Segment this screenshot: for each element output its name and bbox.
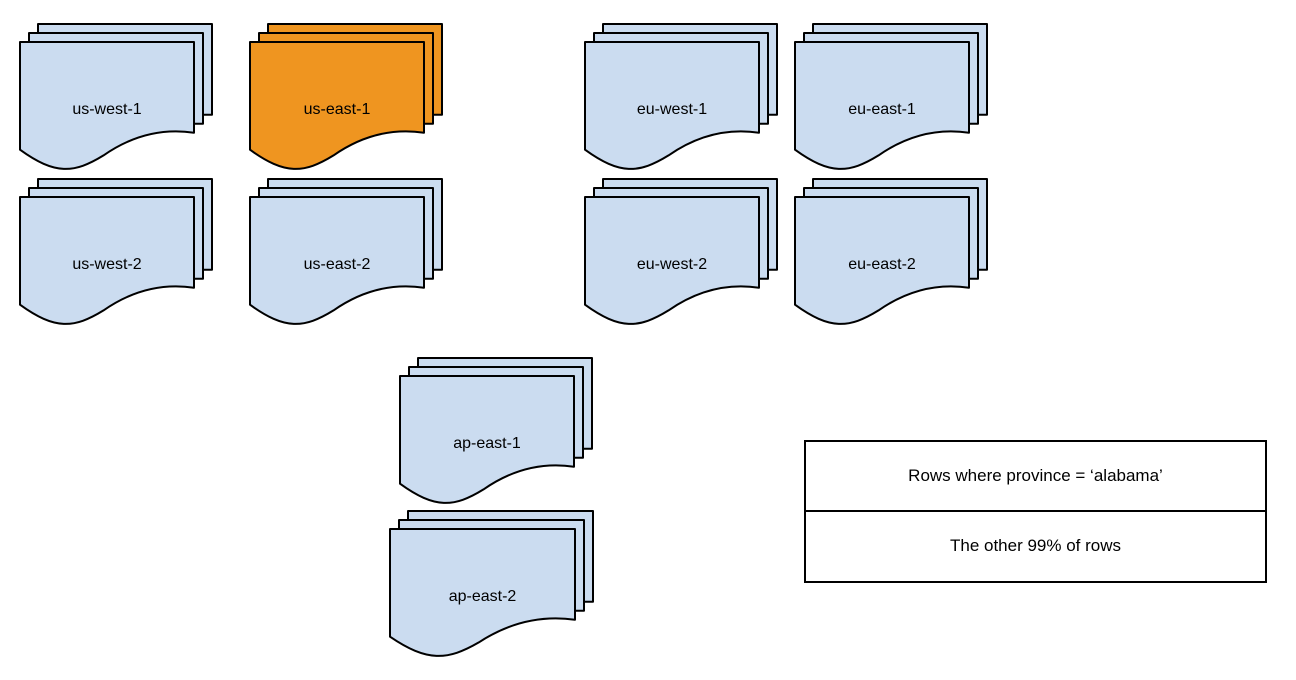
legend-row-orange: The other 99% of rows	[806, 512, 1265, 582]
document-sheet-front	[389, 528, 576, 657]
document-sheet-front	[19, 196, 195, 325]
document-stack-eu-west-1[interactable]	[584, 23, 778, 170]
document-sheet-front	[249, 41, 425, 170]
document-stack-us-east-2[interactable]	[249, 178, 443, 325]
document-stack-us-east-1[interactable]	[249, 23, 443, 170]
document-stack-eu-east-1[interactable]	[794, 23, 988, 170]
document-sheet-front	[399, 375, 575, 504]
legend-row-blue: Rows where province = ‘alabama’	[806, 442, 1265, 512]
document-sheet-front	[249, 196, 425, 325]
document-sheet-front	[584, 196, 760, 325]
document-sheet-front	[794, 196, 970, 325]
document-stack-eu-west-2[interactable]	[584, 178, 778, 325]
document-stack-ap-east-2[interactable]	[389, 510, 594, 657]
legend-label-orange: The other 99% of rows	[949, 536, 1122, 556]
document-sheet-front	[794, 41, 970, 170]
document-stack-eu-east-2[interactable]	[794, 178, 988, 325]
document-stack-us-west-2[interactable]	[19, 178, 213, 325]
document-stack-ap-east-1[interactable]	[399, 357, 593, 504]
document-sheet-front	[584, 41, 760, 170]
document-sheet-front	[19, 41, 195, 170]
legend-label-blue: Rows where province = ‘alabama’	[908, 465, 1163, 485]
document-stack-us-west-1[interactable]	[19, 23, 213, 170]
legend-box: Rows where province = ‘alabama’ The othe…	[804, 440, 1267, 583]
